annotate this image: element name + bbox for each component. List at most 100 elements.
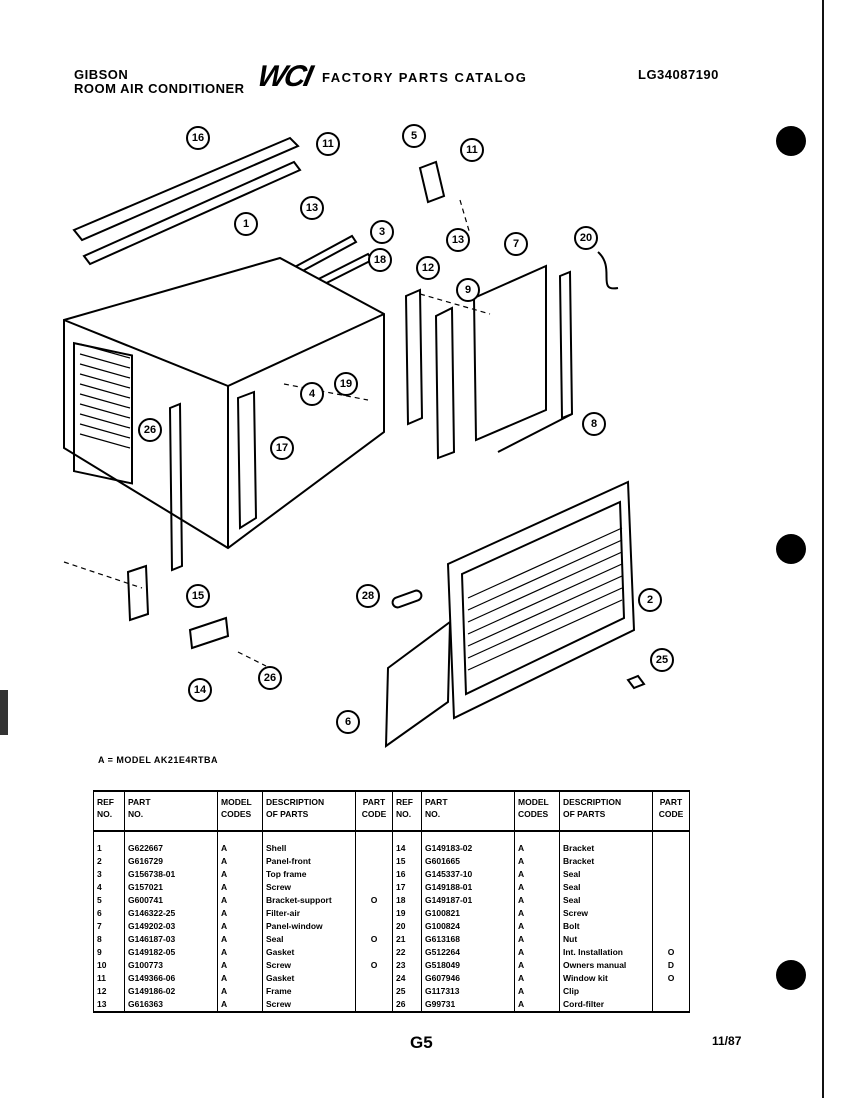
callout-13: 13 <box>446 228 470 252</box>
cell-ref-no: 11 <box>93 972 125 985</box>
cell-part-no: G616729 <box>124 855 218 868</box>
cell-part-no: G99731 <box>421 998 515 1013</box>
cell-ref-no: 16 <box>392 868 422 881</box>
shell-louvers <box>79 343 131 449</box>
callout-11: 11 <box>316 132 340 156</box>
callout-markers: 16 11 5 11 1 13 3 18 13 12 7 20 9 4 19 1… <box>138 124 674 734</box>
cell-model-code: A <box>514 868 560 881</box>
cell-model-code: A <box>514 985 560 998</box>
cell-model-code: A <box>217 972 263 985</box>
cell-ref-no: 6 <box>93 907 125 920</box>
cell-description: Panel-front <box>262 855 356 868</box>
cell-model-code: A <box>514 972 560 985</box>
cell-part-no: G149366-06 <box>124 972 218 985</box>
page-code: G5 <box>410 1033 433 1052</box>
callout-1: 1 <box>234 212 258 236</box>
cell-part-code: O <box>355 959 393 972</box>
svg-text:20: 20 <box>580 232 592 244</box>
cell-part-no: G613168 <box>421 933 515 946</box>
svg-text:4: 4 <box>309 388 316 400</box>
cell-description: Screw <box>559 907 653 920</box>
cell-model-code: A <box>217 831 263 855</box>
callout-12: 12 <box>416 256 440 280</box>
cell-model-code: A <box>217 881 263 894</box>
cell-ref-no: 9 <box>93 946 125 959</box>
cell-description: Screw <box>262 959 356 972</box>
callout-8: 8 <box>582 412 606 436</box>
cell-part-code <box>652 920 690 933</box>
cell-part-code: O <box>652 946 690 959</box>
cell-part-no: G149186-02 <box>124 985 218 998</box>
svg-text:8: 8 <box>591 418 597 430</box>
cell-part-no: G601665 <box>421 855 515 868</box>
cell-part-code <box>652 868 690 881</box>
svg-text:19: 19 <box>340 378 352 390</box>
cell-part-no: G100773 <box>124 959 218 972</box>
callout-11: 11 <box>460 138 484 162</box>
cell-part-no: G518049 <box>421 959 515 972</box>
cell-model-code: A <box>514 894 560 907</box>
cell-part-code <box>355 972 393 985</box>
cell-model-code: A <box>514 959 560 972</box>
cell-description: Screw <box>262 881 356 894</box>
cell-part-no: G600741 <box>124 894 218 907</box>
cell-part-no: G512264 <box>421 946 515 959</box>
cell-model-code: A <box>514 831 560 855</box>
cell-ref-no: 24 <box>392 972 422 985</box>
cell-part-code: O <box>355 894 393 907</box>
svg-text:16: 16 <box>192 132 204 144</box>
cell-description: Gasket <box>262 972 356 985</box>
cell-ref-no: 22 <box>392 946 422 959</box>
cell-model-code: A <box>217 998 263 1013</box>
cell-description: Filter-air <box>262 907 356 920</box>
cell-part-code <box>355 946 393 959</box>
cell-ref-no: 4 <box>93 881 125 894</box>
cell-model-code: A <box>514 907 560 920</box>
callout-4: 4 <box>300 382 324 406</box>
svg-text:6: 6 <box>345 716 351 728</box>
cell-model-code: A <box>514 933 560 946</box>
svg-text:25: 25 <box>656 654 668 666</box>
cell-part-no: G622667 <box>124 831 218 855</box>
svg-text:2: 2 <box>647 594 653 606</box>
svg-text:11: 11 <box>466 144 478 156</box>
cell-part-code <box>652 998 690 1013</box>
cell-description: Owners manual <box>559 959 653 972</box>
cell-ref-no: 23 <box>392 959 422 972</box>
cell-model-code: A <box>514 920 560 933</box>
cell-ref-no: 1 <box>93 831 125 855</box>
callout-6: 6 <box>336 710 360 734</box>
cell-description: Gasket <box>262 946 356 959</box>
cell-part-code <box>652 881 690 894</box>
callout-26: 26 <box>138 418 162 442</box>
cell-description: Bolt <box>559 920 653 933</box>
cell-part-code <box>652 933 690 946</box>
cell-description: Seal <box>262 933 356 946</box>
cell-ref-no: 15 <box>392 855 422 868</box>
svg-text:26: 26 <box>264 672 276 684</box>
callout-13: 13 <box>300 196 324 220</box>
binder-hole <box>776 534 806 564</box>
cell-description: Int. Installation <box>559 946 653 959</box>
cell-part-code <box>652 831 690 855</box>
svg-text:28: 28 <box>362 590 374 602</box>
cell-part-code <box>355 985 393 998</box>
binder-hole <box>776 960 806 990</box>
cell-part-no: G146187-03 <box>124 933 218 946</box>
